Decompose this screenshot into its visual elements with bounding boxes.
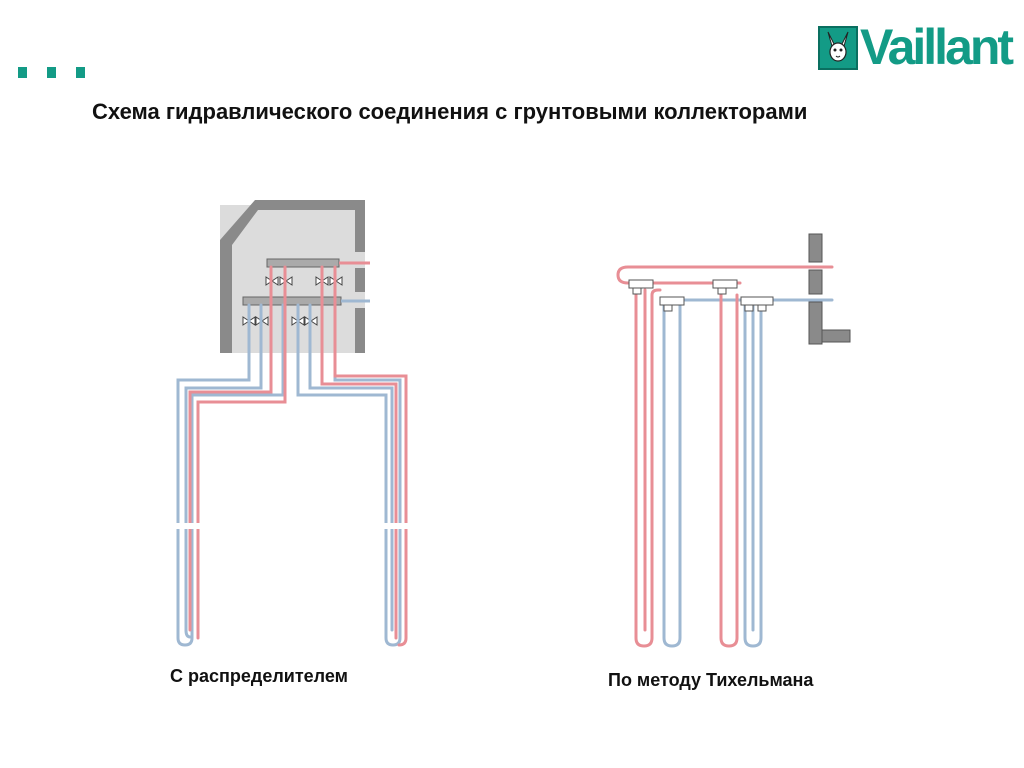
left-collector-pipes (167, 265, 417, 647)
caption-distributor: С распределителем (170, 666, 348, 686)
vaillant-logo: Vaillant (818, 19, 1014, 75)
decor-dot (18, 67, 27, 78)
decor-dot (76, 67, 85, 78)
slide-title: Схема гидравлического соединения с грунт… (92, 99, 808, 124)
tee-fittings (628, 279, 774, 312)
right-collector-pipes (616, 265, 834, 648)
caption-tichelmann: По методу Тихельмана (608, 670, 814, 690)
decor-dot (47, 67, 56, 78)
heat-pump-unit (220, 200, 370, 353)
logo-wordmark: Vaillant (860, 19, 1014, 75)
building-wall (808, 233, 851, 345)
hare-icon (818, 26, 858, 70)
decor-dots (18, 67, 85, 78)
